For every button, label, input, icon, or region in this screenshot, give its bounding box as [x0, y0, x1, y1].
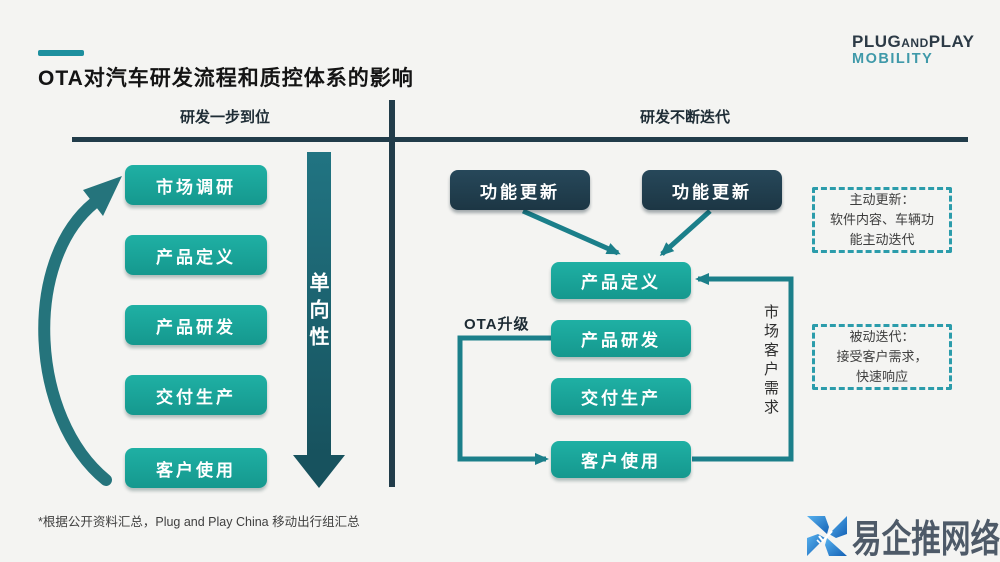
watermark-pinwheel-icon	[807, 515, 847, 556]
logo-mobility: MOBILITY	[852, 50, 934, 67]
update-box-1: 功能更新	[450, 170, 590, 210]
one-way-arrow-label: 单向性	[306, 271, 328, 353]
curved-return-arrow	[38, 197, 112, 486]
left-step-customer-use: 客户使用	[125, 448, 267, 488]
update-arrow-right	[659, 209, 712, 257]
annotation-line: 能主动迭代	[849, 232, 915, 248]
right-step-customer-use: 客户使用	[551, 441, 691, 478]
right-step-product-development: 产品研发	[551, 320, 691, 357]
one-way-down-arrowhead-icon	[293, 455, 345, 488]
watermark: 易企推网络	[804, 508, 1000, 562]
annotation-passive-iteration: 被动迭代： 接受客户需求， 快速响应	[812, 324, 952, 390]
annotation-active-update: 主动更新： 软件内容、车辆功 能主动迭代	[812, 187, 952, 253]
logo-wordmark: PLUGANDPLAY	[852, 32, 975, 51]
plug-and-play-logo: PLUGANDPLAY MOBILITY	[852, 32, 975, 68]
left-step-product-development: 产品研发	[125, 305, 267, 345]
vertical-divider	[389, 100, 395, 487]
curved-return-arrowhead-icon	[83, 176, 122, 216]
watermark-text: 易企推网络	[852, 519, 1000, 561]
source-footnote: *根据公开资料汇总，Plug and Play China 移动出行组汇总	[38, 515, 360, 529]
annotation-line: 主动更新：	[849, 191, 915, 207]
annotation-line: 接受客户需求，	[836, 348, 928, 364]
market-demand-label: 市场客户需求	[762, 304, 779, 418]
update-box-2: 功能更新	[642, 170, 782, 210]
left-step-market-research: 市场调研	[125, 165, 267, 205]
right-step-delivery-production: 交付生产	[551, 378, 691, 415]
left-column-header: 研发一步到位	[179, 109, 270, 126]
left-step-product-definition: 产品定义	[125, 235, 267, 275]
annotation-line: 快速响应	[855, 369, 908, 385]
right-column-header: 研发不断迭代	[639, 109, 730, 126]
update-arrow-left	[521, 208, 621, 256]
horizontal-divider	[72, 137, 968, 142]
page-title: OTA对汽车研发流程和质控体系的影响	[38, 67, 414, 90]
left-step-delivery-production: 交付生产	[125, 375, 267, 415]
title-accent-dash	[38, 50, 84, 56]
ota-upgrade-label: OTA升级	[464, 316, 530, 333]
right-step-product-definition: 产品定义	[551, 262, 691, 299]
annotation-line: 软件内容、车辆功	[829, 211, 934, 227]
ota-upgrade-loop-arrow	[457, 335, 551, 465]
annotation-line: 被动迭代：	[849, 328, 915, 344]
